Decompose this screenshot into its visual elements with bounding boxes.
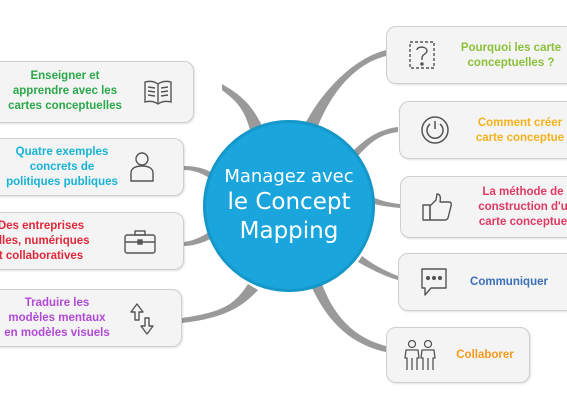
node-label: Collaborer xyxy=(456,349,514,361)
question-mark-icon xyxy=(407,39,437,71)
central-topic-line-2: le Concept xyxy=(227,189,351,215)
connector-left-2 xyxy=(184,166,214,180)
node-traduire[interactable]: Traduire les modèles mentaux en modèles … xyxy=(0,289,182,347)
node-label: Traduire les modèles mentaux en modèles … xyxy=(4,297,110,339)
node-label: Comment créer carte conceptue xyxy=(475,117,565,144)
node-label: La méthode de construction d'u carte con… xyxy=(478,186,567,228)
connector-left-1 xyxy=(222,84,262,130)
central-topic[interactable]: Managez avec le Concept Mapping xyxy=(203,120,375,292)
connector-left-3 xyxy=(184,232,212,246)
node-methode[interactable]: La méthode de construction d'u carte con… xyxy=(400,176,567,238)
node-label: Communiquer xyxy=(470,276,548,288)
connector-right-4 xyxy=(358,256,398,280)
node-label: Enseigner et apprendre avec les cartes c… xyxy=(8,70,122,112)
thumbs-up-icon xyxy=(421,191,453,223)
node-collaborer[interactable]: Collaborer xyxy=(386,327,530,383)
node-label: Quatre exemples concrets de politiques p… xyxy=(6,146,118,188)
connector-right-1 xyxy=(306,50,386,126)
connector-right-5 xyxy=(312,284,386,352)
central-topic-line-3: Mapping xyxy=(239,218,339,244)
node-comment-creer[interactable]: Comment créer carte conceptue xyxy=(399,101,567,159)
connector-left-4 xyxy=(182,284,258,323)
connector-right-2 xyxy=(352,127,398,156)
central-topic-line-1: Managez avec xyxy=(224,166,354,187)
people-icon xyxy=(403,338,437,372)
connector-right-3 xyxy=(374,198,400,208)
swap-arrows-icon xyxy=(129,302,155,336)
node-pourquoi[interactable]: Pourquoi les carte conceptuelles ? xyxy=(386,26,567,84)
speech-bubble-icon xyxy=(419,266,449,298)
node-label: Des entreprises elles, numériques t coll… xyxy=(0,220,90,262)
node-entreprises[interactable]: Des entreprises elles, numériques t coll… xyxy=(0,212,184,270)
node-communiquer[interactable]: Communiquer xyxy=(398,253,567,311)
briefcase-icon xyxy=(123,229,157,255)
power-icon xyxy=(420,115,450,145)
open-book-icon xyxy=(143,78,173,106)
person-icon xyxy=(127,151,157,183)
node-enseigner[interactable]: Enseigner et apprendre avec les cartes c… xyxy=(0,61,194,123)
node-label: Pourquoi les carte conceptuelles ? xyxy=(460,42,562,69)
node-quatre-exemples[interactable]: Quatre exemples concrets de politiques p… xyxy=(0,138,184,196)
